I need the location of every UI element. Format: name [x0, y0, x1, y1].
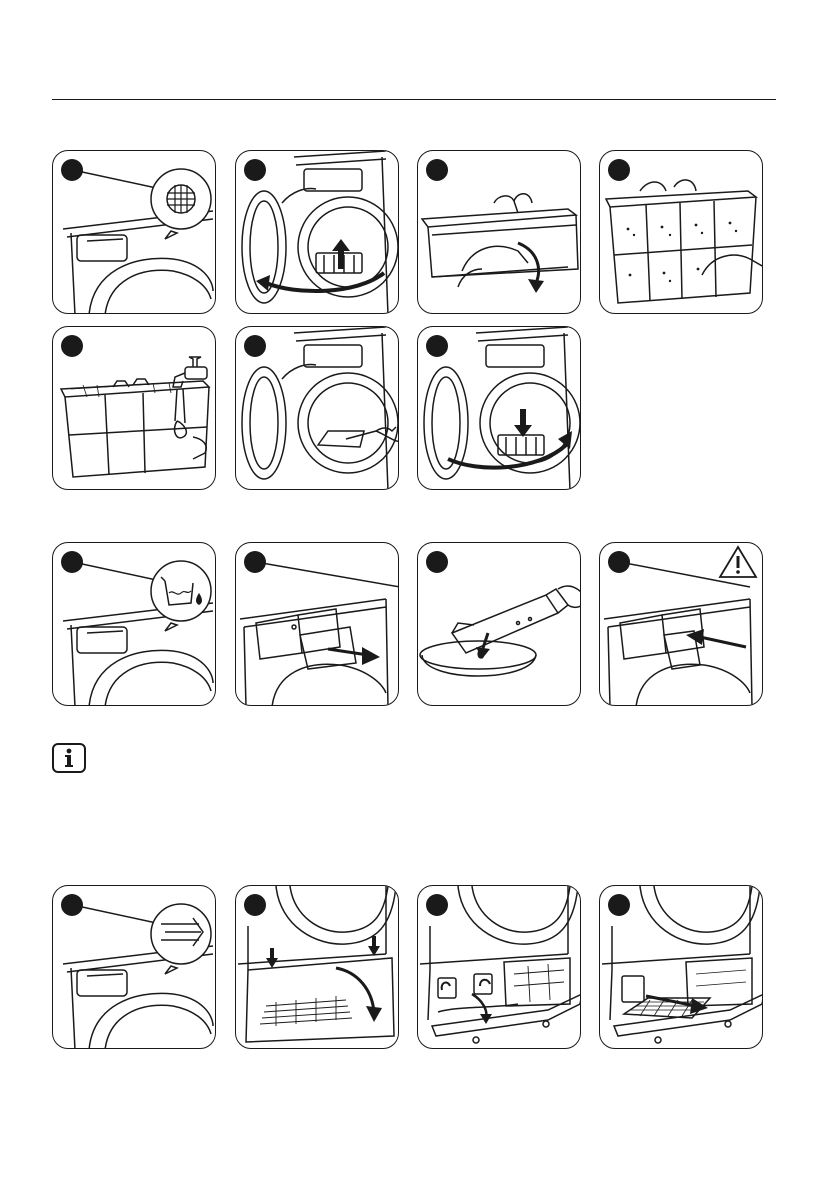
water-container-icon	[151, 561, 211, 631]
lever-rotate-icon	[442, 980, 492, 1024]
arrow-down-icon	[266, 948, 278, 968]
condenser-step-3	[417, 885, 581, 1049]
step-marker	[426, 335, 448, 357]
step-marker	[61, 335, 83, 357]
filter-step-2	[235, 150, 399, 314]
warning-triangle-icon	[720, 547, 756, 577]
airflow-icon	[151, 904, 211, 974]
step-marker	[426, 159, 448, 181]
filter-step-5	[52, 326, 216, 490]
step-marker	[61, 159, 83, 181]
step-marker	[426, 894, 448, 916]
filter-step-6	[235, 326, 399, 490]
condenser-step-2	[235, 885, 399, 1049]
filter-step-1	[52, 150, 216, 314]
water-step-2	[235, 542, 399, 706]
step-marker	[608, 551, 630, 573]
arrow-left-icon	[686, 629, 746, 647]
grid-filter-icon	[151, 169, 211, 239]
step-marker	[61, 551, 83, 573]
curved-arrow-icon	[518, 243, 544, 293]
info-icon	[52, 743, 86, 773]
arrow-down-icon	[368, 936, 380, 956]
filter-step-3	[417, 150, 581, 314]
step-marker	[61, 894, 83, 916]
step-marker	[244, 335, 266, 357]
step-marker	[426, 551, 448, 573]
curved-arrow-icon	[336, 968, 382, 1022]
water-step-1	[52, 542, 216, 706]
step-marker	[244, 894, 266, 916]
filter-step-7	[417, 326, 581, 490]
water-step-3	[417, 542, 581, 706]
step-marker	[244, 159, 266, 181]
condenser-step-4	[599, 885, 763, 1049]
step-marker	[608, 159, 630, 181]
water-step-4	[599, 542, 763, 706]
condenser-step-1	[52, 885, 216, 1049]
filter-step-4	[599, 150, 763, 314]
header-rule	[52, 99, 776, 100]
curved-arrow-icon	[448, 431, 572, 468]
step-marker	[608, 894, 630, 916]
arrow-down-icon	[514, 409, 532, 437]
step-marker	[244, 551, 266, 573]
